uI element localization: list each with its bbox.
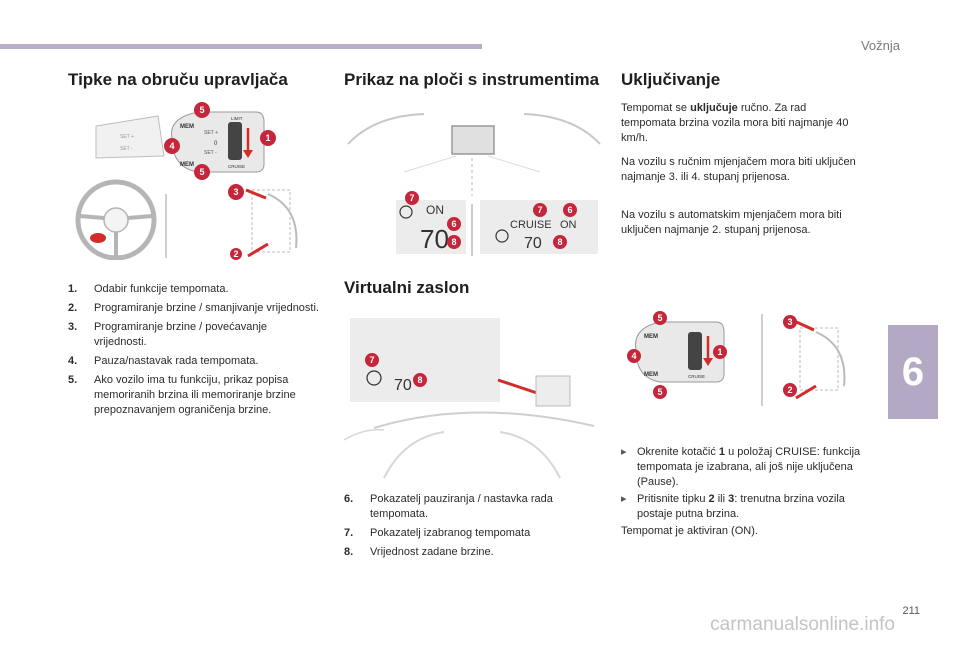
svg-text:2: 2 <box>787 385 792 395</box>
col3-paragraph-1: Tempomat se uključuje ručno. Za rad temp… <box>621 102 849 144</box>
instruction-bullet-1: ▸ Okrenite kotačić 1 u položaj CRUISE: f… <box>621 446 861 488</box>
display-right-speed: 70 <box>524 235 542 252</box>
col3-instructions: ▸ Okrenite kotačić 1 u položaj CRUISE: f… <box>621 445 861 539</box>
lever-activation-illustration: MEM MEM CRUISE 5 1 4 5 3 2 <box>627 311 846 406</box>
svg-text:7: 7 <box>369 355 374 365</box>
list-item: 3.Programiranje brzine / povećavanje vri… <box>68 321 268 348</box>
rear-lever-set-plus: SET + <box>120 134 134 140</box>
lever-zero: 0 <box>214 141 218 147</box>
list-item: 6.Pokazatelj pauziranja / nastavka rada … <box>344 493 553 520</box>
badge-1: 1 <box>260 130 276 146</box>
badge-6-left: 6 <box>447 217 461 231</box>
svg-text:7: 7 <box>537 205 542 215</box>
display-left-speed: 70 <box>420 224 449 254</box>
badge-5-bottom: 5 <box>194 164 210 180</box>
list-item: 1.Odabir funkcije tempomata. <box>68 283 229 295</box>
svg-text:5: 5 <box>199 167 204 177</box>
col2-list: 6.Pokazatelj pauziranja / nastavka rada … <box>344 492 594 564</box>
svg-text:5: 5 <box>199 105 204 115</box>
badge-5-bottom-act: 5 <box>653 385 667 399</box>
badge-5-top-act: 5 <box>653 311 667 325</box>
badge-5-top: 5 <box>194 102 210 118</box>
badge-1-act: 1 <box>713 345 727 359</box>
steering-wheel-illustration: SET + SET - MEM MEM SET + SET - 0 LIMIT … <box>75 102 298 260</box>
lever2-mem-top: MEM <box>644 334 658 340</box>
svg-text:3: 3 <box>233 187 238 197</box>
lever-set-minus: SET - <box>204 150 217 156</box>
badge-8-left: 8 <box>447 235 461 249</box>
lever-limit: LIMIT <box>231 116 243 121</box>
svg-text:4: 4 <box>631 351 636 361</box>
col1-title: Tipke na obruču upravljača <box>68 70 288 89</box>
badge-7-virtual: 7 <box>365 353 379 367</box>
badge-2-act: 2 <box>783 383 797 397</box>
instruction-bullet-2: ▸ Pritisnite tipku 2 ili 3: trenutna brz… <box>621 493 845 520</box>
virtual-display-illustration: 70 7 8 <box>344 318 595 479</box>
lever2-cruise: CRUISE <box>688 374 705 379</box>
badge-2: 2 <box>230 248 242 260</box>
svg-text:6: 6 <box>567 205 572 215</box>
col1-list: 1.Odabir funkcije tempomata. 2.Programir… <box>68 282 320 422</box>
display-right-on: ON <box>560 219 577 231</box>
svg-text:8: 8 <box>417 375 422 385</box>
badge-6-right: 6 <box>563 203 577 217</box>
badge-8-right: 8 <box>553 235 567 249</box>
lever-mem-top: MEM <box>180 124 194 130</box>
watermark: carmanualsonline.info <box>710 614 895 635</box>
lever-cruise: CRUISE <box>228 164 245 169</box>
header-accent-bar <box>0 44 482 49</box>
badge-7-left: 7 <box>405 191 419 205</box>
badge-4: 4 <box>164 138 180 154</box>
list-item: 7.Pokazatelj izabranog tempomata <box>344 527 531 539</box>
svg-text:2: 2 <box>233 249 238 259</box>
virtual-speed: 70 <box>394 377 412 394</box>
virtual-display-title: Virtualni zaslon <box>344 278 470 297</box>
instrument-panel-illustration: ON 70 CRUISE ON 70 7 6 8 7 6 8 <box>347 113 601 256</box>
col2-title: Prikaz na ploči s instrumentima <box>344 70 600 89</box>
display-right-cruise: CRUISE <box>510 219 552 231</box>
chapter-tab: 6 <box>888 325 938 419</box>
list-item: 8.Vrijednost zadane brzine. <box>344 546 494 558</box>
rear-lever-set-minus: SET - <box>120 146 133 152</box>
lever-mem-bottom: MEM <box>180 162 194 168</box>
svg-text:1: 1 <box>265 133 270 143</box>
svg-text:5: 5 <box>657 313 662 323</box>
instruction-final: Tempomat je aktiviran (ON). <box>621 525 758 537</box>
svg-text:1: 1 <box>717 347 722 357</box>
section-label: Vožnja <box>860 38 900 53</box>
list-item: 2.Programiranje brzine / smanjivanje vri… <box>68 302 319 314</box>
col3-paragraph-3: Na vozilu s automatskim mjenjačem mora b… <box>621 209 842 236</box>
page-number: 211 <box>902 605 920 617</box>
col3-paragraph-2: Na vozilu s ručnim mjenjačem mora biti u… <box>621 156 856 183</box>
col3-title: Uključivanje <box>621 70 721 89</box>
svg-text:8: 8 <box>557 237 562 247</box>
badge-7-right: 7 <box>533 203 547 217</box>
list-item: 4.Pauza/nastavak rada tempomata. <box>68 355 259 367</box>
svg-text:7: 7 <box>409 193 414 203</box>
svg-text:8: 8 <box>451 237 456 247</box>
badge-8-virtual: 8 <box>413 373 427 387</box>
svg-text:6: 6 <box>451 219 456 229</box>
list-item: 5.Ako vozilo ima tu funkciju, prikaz pop… <box>68 374 296 416</box>
lever2-mem-bottom: MEM <box>644 372 658 378</box>
bullet-marker-icon: ▸ <box>621 446 627 458</box>
svg-text:3: 3 <box>787 317 792 327</box>
svg-text:4: 4 <box>169 141 174 151</box>
bullet-marker-icon: ▸ <box>621 493 627 505</box>
lever-set-plus: SET + <box>204 130 218 136</box>
badge-4-act: 4 <box>627 349 641 363</box>
svg-text:5: 5 <box>657 387 662 397</box>
display-left-on: ON <box>426 203 444 217</box>
badge-3-act: 3 <box>783 315 797 329</box>
badge-3: 3 <box>228 184 244 200</box>
